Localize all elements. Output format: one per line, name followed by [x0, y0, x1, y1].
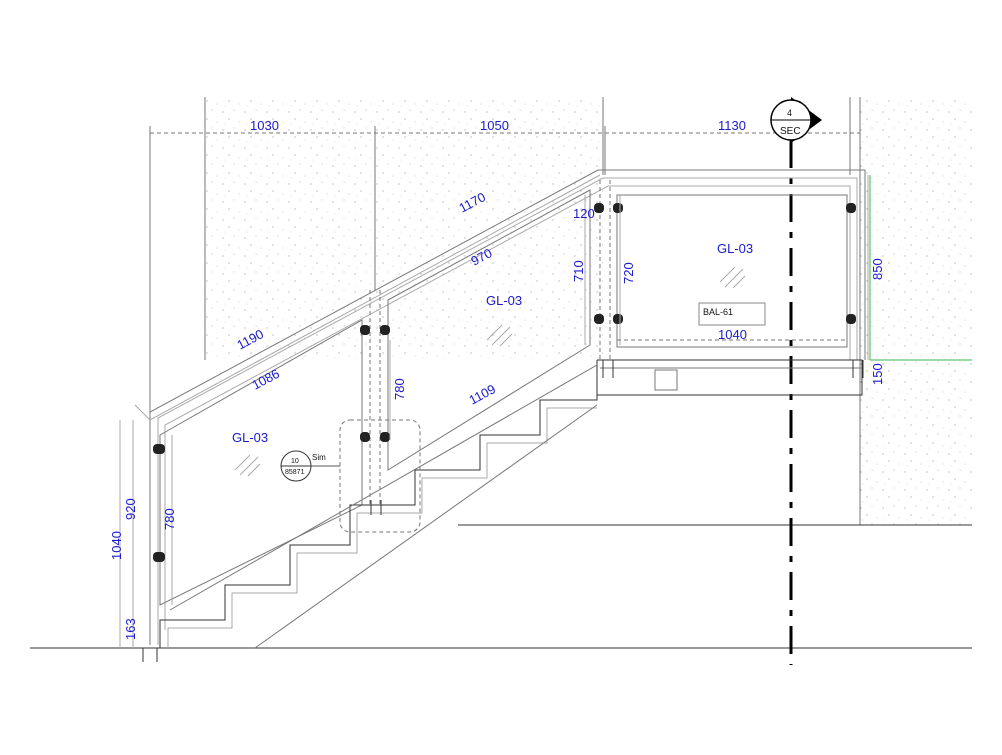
stair-flight [159, 364, 598, 649]
dim-780-left: 780 [162, 508, 177, 530]
dim-720: 720 [621, 262, 636, 284]
section-marker [770, 97, 822, 665]
dim-850: 850 [870, 258, 885, 280]
section-number: 4 [787, 108, 792, 118]
landing-slab [596, 359, 863, 396]
dim-780-mid: 780 [392, 378, 407, 400]
callout-sheet: 85871 [285, 469, 305, 476]
dim-1040-total: 1040 [109, 531, 124, 560]
detail-boundary [339, 419, 421, 533]
dim-120: 120 [573, 206, 595, 221]
glass-panel-middle [387, 189, 591, 471]
dim-1130: 1130 [718, 118, 746, 133]
balustrade-tag-box [698, 302, 766, 326]
dim-163: 163 [123, 618, 138, 640]
detail-callout[interactable] [280, 450, 340, 482]
dim-1050: 1050 [480, 118, 509, 133]
glass-tag-landing: GL-03 [717, 241, 753, 256]
top-dimension-line [149, 126, 860, 420]
dim-1040-landing: 1040 [718, 327, 747, 342]
glass-clamps [153, 203, 856, 562]
glass-tag-left: GL-03 [232, 430, 268, 445]
glass-panel-landing [616, 194, 848, 348]
callout-note: Sim [312, 453, 326, 462]
callout-number: 10 [291, 458, 299, 465]
dim-1109: 1109 [466, 381, 498, 407]
glass-tag-middle: GL-03 [486, 293, 522, 308]
base-fixings [142, 360, 864, 662]
dim-920: 920 [123, 498, 138, 520]
section-label: SEC [780, 126, 801, 137]
dim-1030: 1030 [250, 118, 279, 133]
dim-150: 150 [870, 363, 885, 385]
dim-710: 710 [571, 260, 586, 282]
concrete-wall-left [205, 97, 603, 359]
dim-1086: 1086 [249, 366, 282, 393]
handrail [134, 169, 866, 645]
concrete-wall-right [860, 97, 972, 525]
balustrade-tag: BAL-61 [703, 307, 733, 317]
